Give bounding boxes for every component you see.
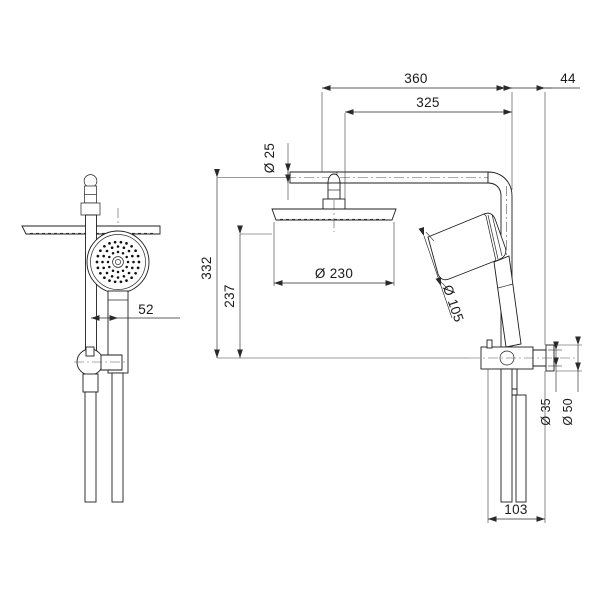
spray-nozzles: [95, 240, 141, 284]
dimension-label-d35: Ø 35: [539, 398, 553, 425]
dimension-360: 360: [321, 71, 513, 190]
dimension-325: 325: [344, 95, 512, 205]
dimension-52: 52: [90, 302, 180, 321]
dimension-diameter-25: Ø 25: [262, 143, 291, 200]
dimension-label-d25: Ø 25: [262, 143, 277, 173]
dimension-label-325: 325: [416, 95, 439, 110]
dimension-label-d230: Ø 230: [315, 266, 353, 281]
dimension-label-44: 44: [560, 71, 576, 86]
overhead-shower-head: [271, 200, 397, 232]
handshower-face-front: [86, 230, 150, 294]
dimension-diameter-230: Ø 230: [273, 222, 395, 286]
dimension-label-360: 360: [404, 71, 427, 86]
dimension-label-d50: Ø 50: [561, 398, 575, 425]
dimension-label-52: 52: [138, 302, 154, 317]
dimension-237: 237: [222, 225, 272, 358]
dimension-label-d105: Ø 105: [440, 283, 467, 324]
dimension-44: 44: [496, 71, 580, 345]
front-view-group: 52: [21, 174, 180, 503]
control-knob: [80, 174, 101, 216]
diverter-valve-front: [74, 346, 128, 393]
shower-arm: [286, 171, 500, 184]
dimension-332: 332: [199, 168, 470, 359]
riser-rail-front: [85, 214, 97, 361]
handshower-side: [427, 212, 522, 348]
dimension-label-332: 332: [199, 256, 214, 279]
riser-lower-tubes: [500, 368, 527, 503]
dimension-103: 103: [487, 369, 546, 523]
dimension-label-103: 103: [504, 502, 527, 517]
dimension-diameter-35: Ø 35: [539, 341, 562, 426]
handshower-holder: [470, 339, 575, 396]
dimension-diameter-50: Ø 50: [556, 336, 582, 426]
side-view-group: [271, 171, 575, 503]
hose-tubes-front: [84, 372, 124, 503]
dimension-label-237: 237: [222, 284, 237, 307]
